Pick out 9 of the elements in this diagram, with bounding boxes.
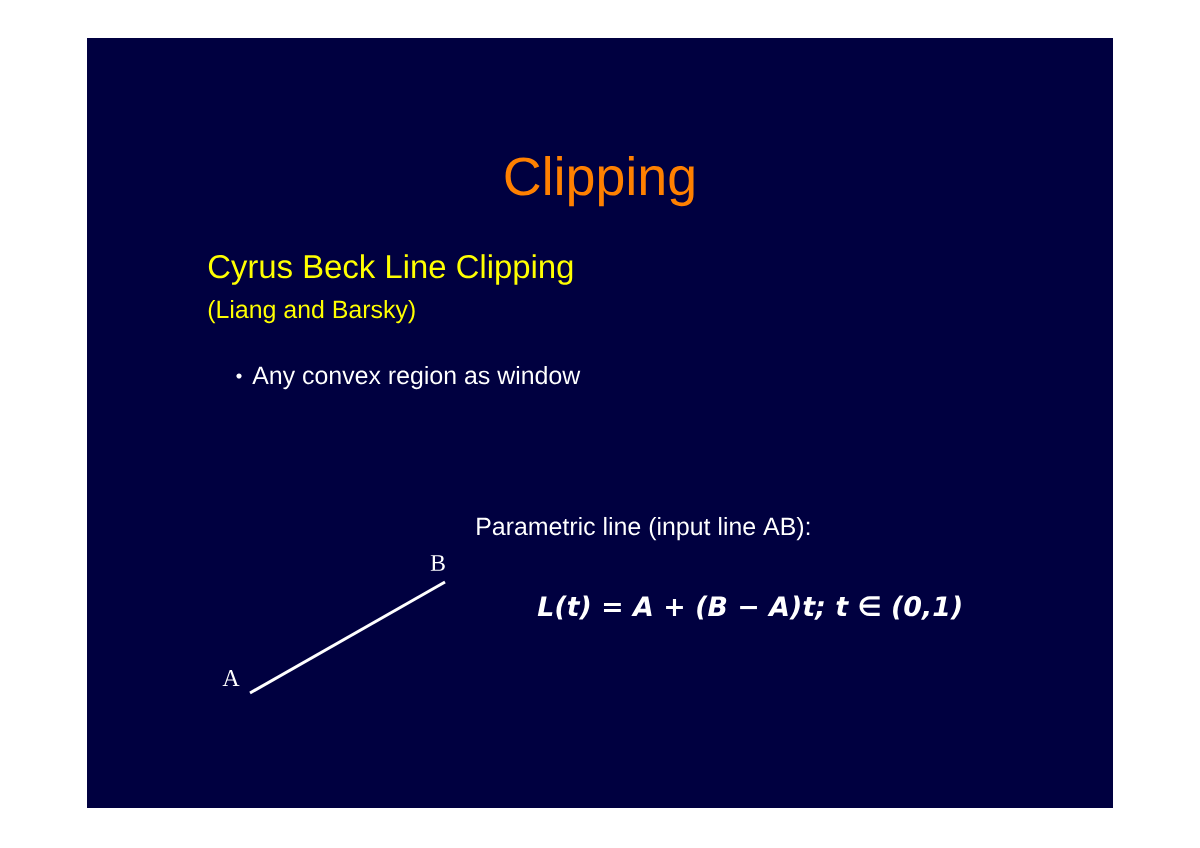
formula: L(t) = A + (B − A)t; t ∈ (0,1): [537, 595, 961, 620]
text: Parametric line (input line AB):: [477, 516, 810, 541]
title: Clipping: [505, 156, 694, 207]
point-label: B: [430, 555, 445, 571]
point-label: A: [222, 670, 240, 686]
line-segment: [249, 580, 446, 695]
heading: Cyrus Beck Line Clipping: [208, 254, 573, 285]
bullet-text: Any convex region as window: [252, 365, 581, 390]
subheading: (Liang and Barsky): [208, 299, 415, 324]
